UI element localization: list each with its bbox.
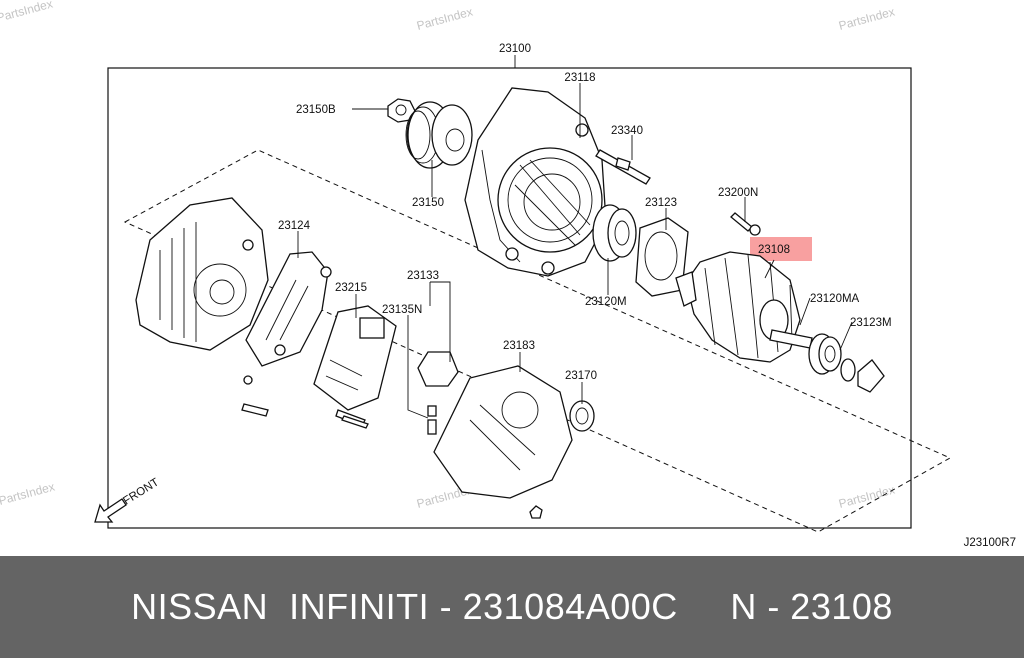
watermark: PartsIndex — [0, 0, 54, 25]
label-23108[interactable]: 23108 — [758, 244, 790, 256]
part-caption-bar: NISSAN INFINITI - 231084A00C N - 23108 — [0, 556, 1024, 658]
label-23150: 23150 — [412, 197, 444, 209]
label-23123: 23123 — [645, 197, 677, 209]
label-23150b: 23150B — [296, 104, 336, 116]
watermark: PartsIndex — [837, 483, 896, 511]
label-23100: 23100 — [499, 43, 531, 55]
assembly-frame — [107, 67, 912, 529]
front-label: FRONT — [121, 476, 161, 507]
stud-bolt-23340 — [595, 149, 651, 185]
leader-lines — [297, 55, 853, 419]
bearing-23120m — [592, 204, 637, 262]
rear-cover-23183 — [433, 365, 573, 519]
pulley-23150 — [405, 101, 473, 169]
brush-holder-23133 — [417, 351, 459, 435]
watermark: PartsIndex — [415, 5, 474, 33]
rectifier-23124 — [245, 251, 332, 367]
label-23135n: 23135N — [382, 304, 422, 316]
label-23200n: 23200N — [718, 187, 758, 199]
label-23120ma: 23120MA — [810, 293, 860, 305]
label-23118: 23118 — [564, 72, 595, 84]
watermark: PartsIndex — [0, 480, 56, 508]
label-23215: 23215 — [335, 282, 367, 294]
label-23123m: 23123M — [850, 317, 892, 329]
ring-23123m — [840, 358, 885, 393]
rear-housing — [135, 197, 269, 385]
watermark: PartsIndex — [837, 5, 896, 33]
regulator-23215 — [313, 305, 397, 427]
diagram-code: J23100R7 — [964, 537, 1016, 549]
brand-text: NISSAN INFINITI — [131, 586, 430, 627]
label-23133: 23133 — [407, 270, 439, 282]
spacer-text — [678, 586, 731, 628]
screw-23200n — [730, 212, 761, 236]
callout-number: N - 23108 — [730, 586, 893, 627]
label-23120m: 23120M — [585, 296, 627, 308]
bolt — [241, 403, 369, 429]
separator-text: - — [429, 586, 463, 627]
rotor-23108 — [675, 251, 813, 363]
part-number[interactable]: 231084A00C — [462, 586, 678, 627]
exploded-parts-diagram: PartsIndex PartsIndex PartsIndex PartsIn… — [0, 0, 1016, 549]
bearing-23120ma — [808, 333, 842, 375]
seal-23170 — [569, 400, 595, 432]
front-housing-23118 — [464, 87, 607, 277]
label-23183: 23183 — [503, 340, 535, 352]
exploded-view-outline — [123, 149, 952, 533]
label-23124: 23124 — [278, 220, 311, 232]
label-23170: 23170 — [565, 370, 597, 382]
front-arrow-icon — [94, 498, 127, 523]
label-23340: 23340 — [611, 125, 643, 137]
